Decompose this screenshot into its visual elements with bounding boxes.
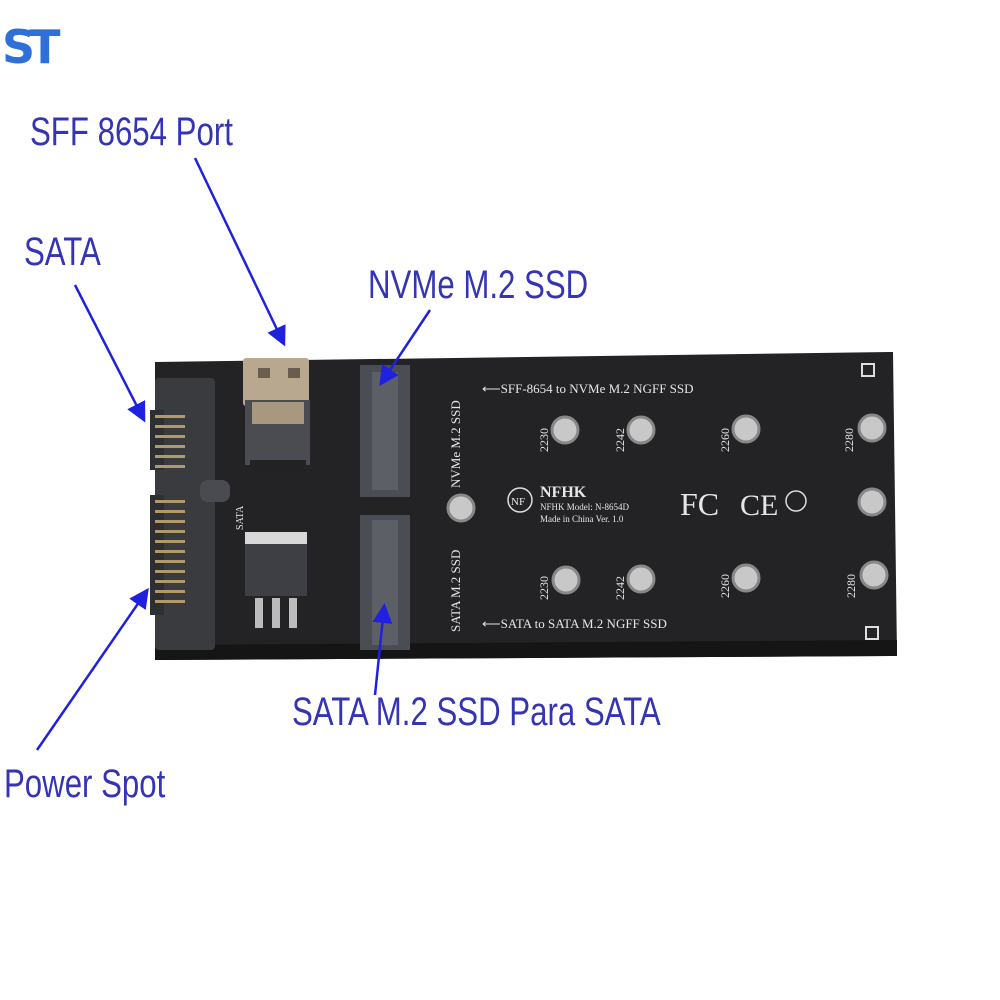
arrow-sata-m2 <box>372 603 393 696</box>
size-top-2260: 2260 <box>718 428 732 452</box>
arrow-power <box>35 587 149 751</box>
made-text: Made in China Ver. 1.0 <box>540 514 624 524</box>
size-bottom-2280: 2280 <box>844 574 858 598</box>
bottom-caption: ⟵SATA to SATA M.2 NGFF SSD <box>482 616 667 631</box>
slot1-silk: NVMe M.2 SSD <box>448 400 463 488</box>
label-nvme: NVMe M.2 SSD <box>368 263 589 307</box>
sata-silk: SATA <box>235 505 246 530</box>
size-bottom-2230: 2230 <box>537 576 551 600</box>
fcc-mark: FC <box>680 486 719 522</box>
ce-mark: CE <box>740 489 778 522</box>
arrow-sff-port <box>193 157 286 347</box>
label-sata-m2: SATA M.2 SSD Para SATA <box>292 690 661 734</box>
size-top-2230: 2230 <box>537 428 551 452</box>
m2-slot-nvme <box>360 365 410 497</box>
top-caption: ⟵SFF-8654 to NVMe M.2 NGFF SSD <box>482 381 694 396</box>
slot2-silk: SATA M.2 SSD <box>448 550 463 632</box>
arrow-nvme <box>379 309 432 387</box>
size-top-2280: 2280 <box>842 428 856 452</box>
pcb-board <box>155 352 897 660</box>
label-power: Power Spot <box>4 762 166 806</box>
label-sff-port: SFF 8654 Port <box>30 110 233 154</box>
model-text: NFHK Model: N-8654D <box>540 502 629 512</box>
m2-slot-sata <box>360 515 410 650</box>
sata-connector <box>150 378 230 650</box>
label-sata: SATA <box>24 230 101 274</box>
brand-badge: NF <box>511 496 525 508</box>
arrow-sata <box>73 284 146 423</box>
store-logo: ST <box>2 20 60 74</box>
size-bottom-2242: 2242 <box>613 576 627 600</box>
size-bottom-2260: 2260 <box>718 574 732 598</box>
sff-8654-port <box>243 358 310 466</box>
voltage-regulator <box>245 532 307 628</box>
size-top-2242: 2242 <box>613 428 627 452</box>
brand: NFHK <box>540 484 587 501</box>
